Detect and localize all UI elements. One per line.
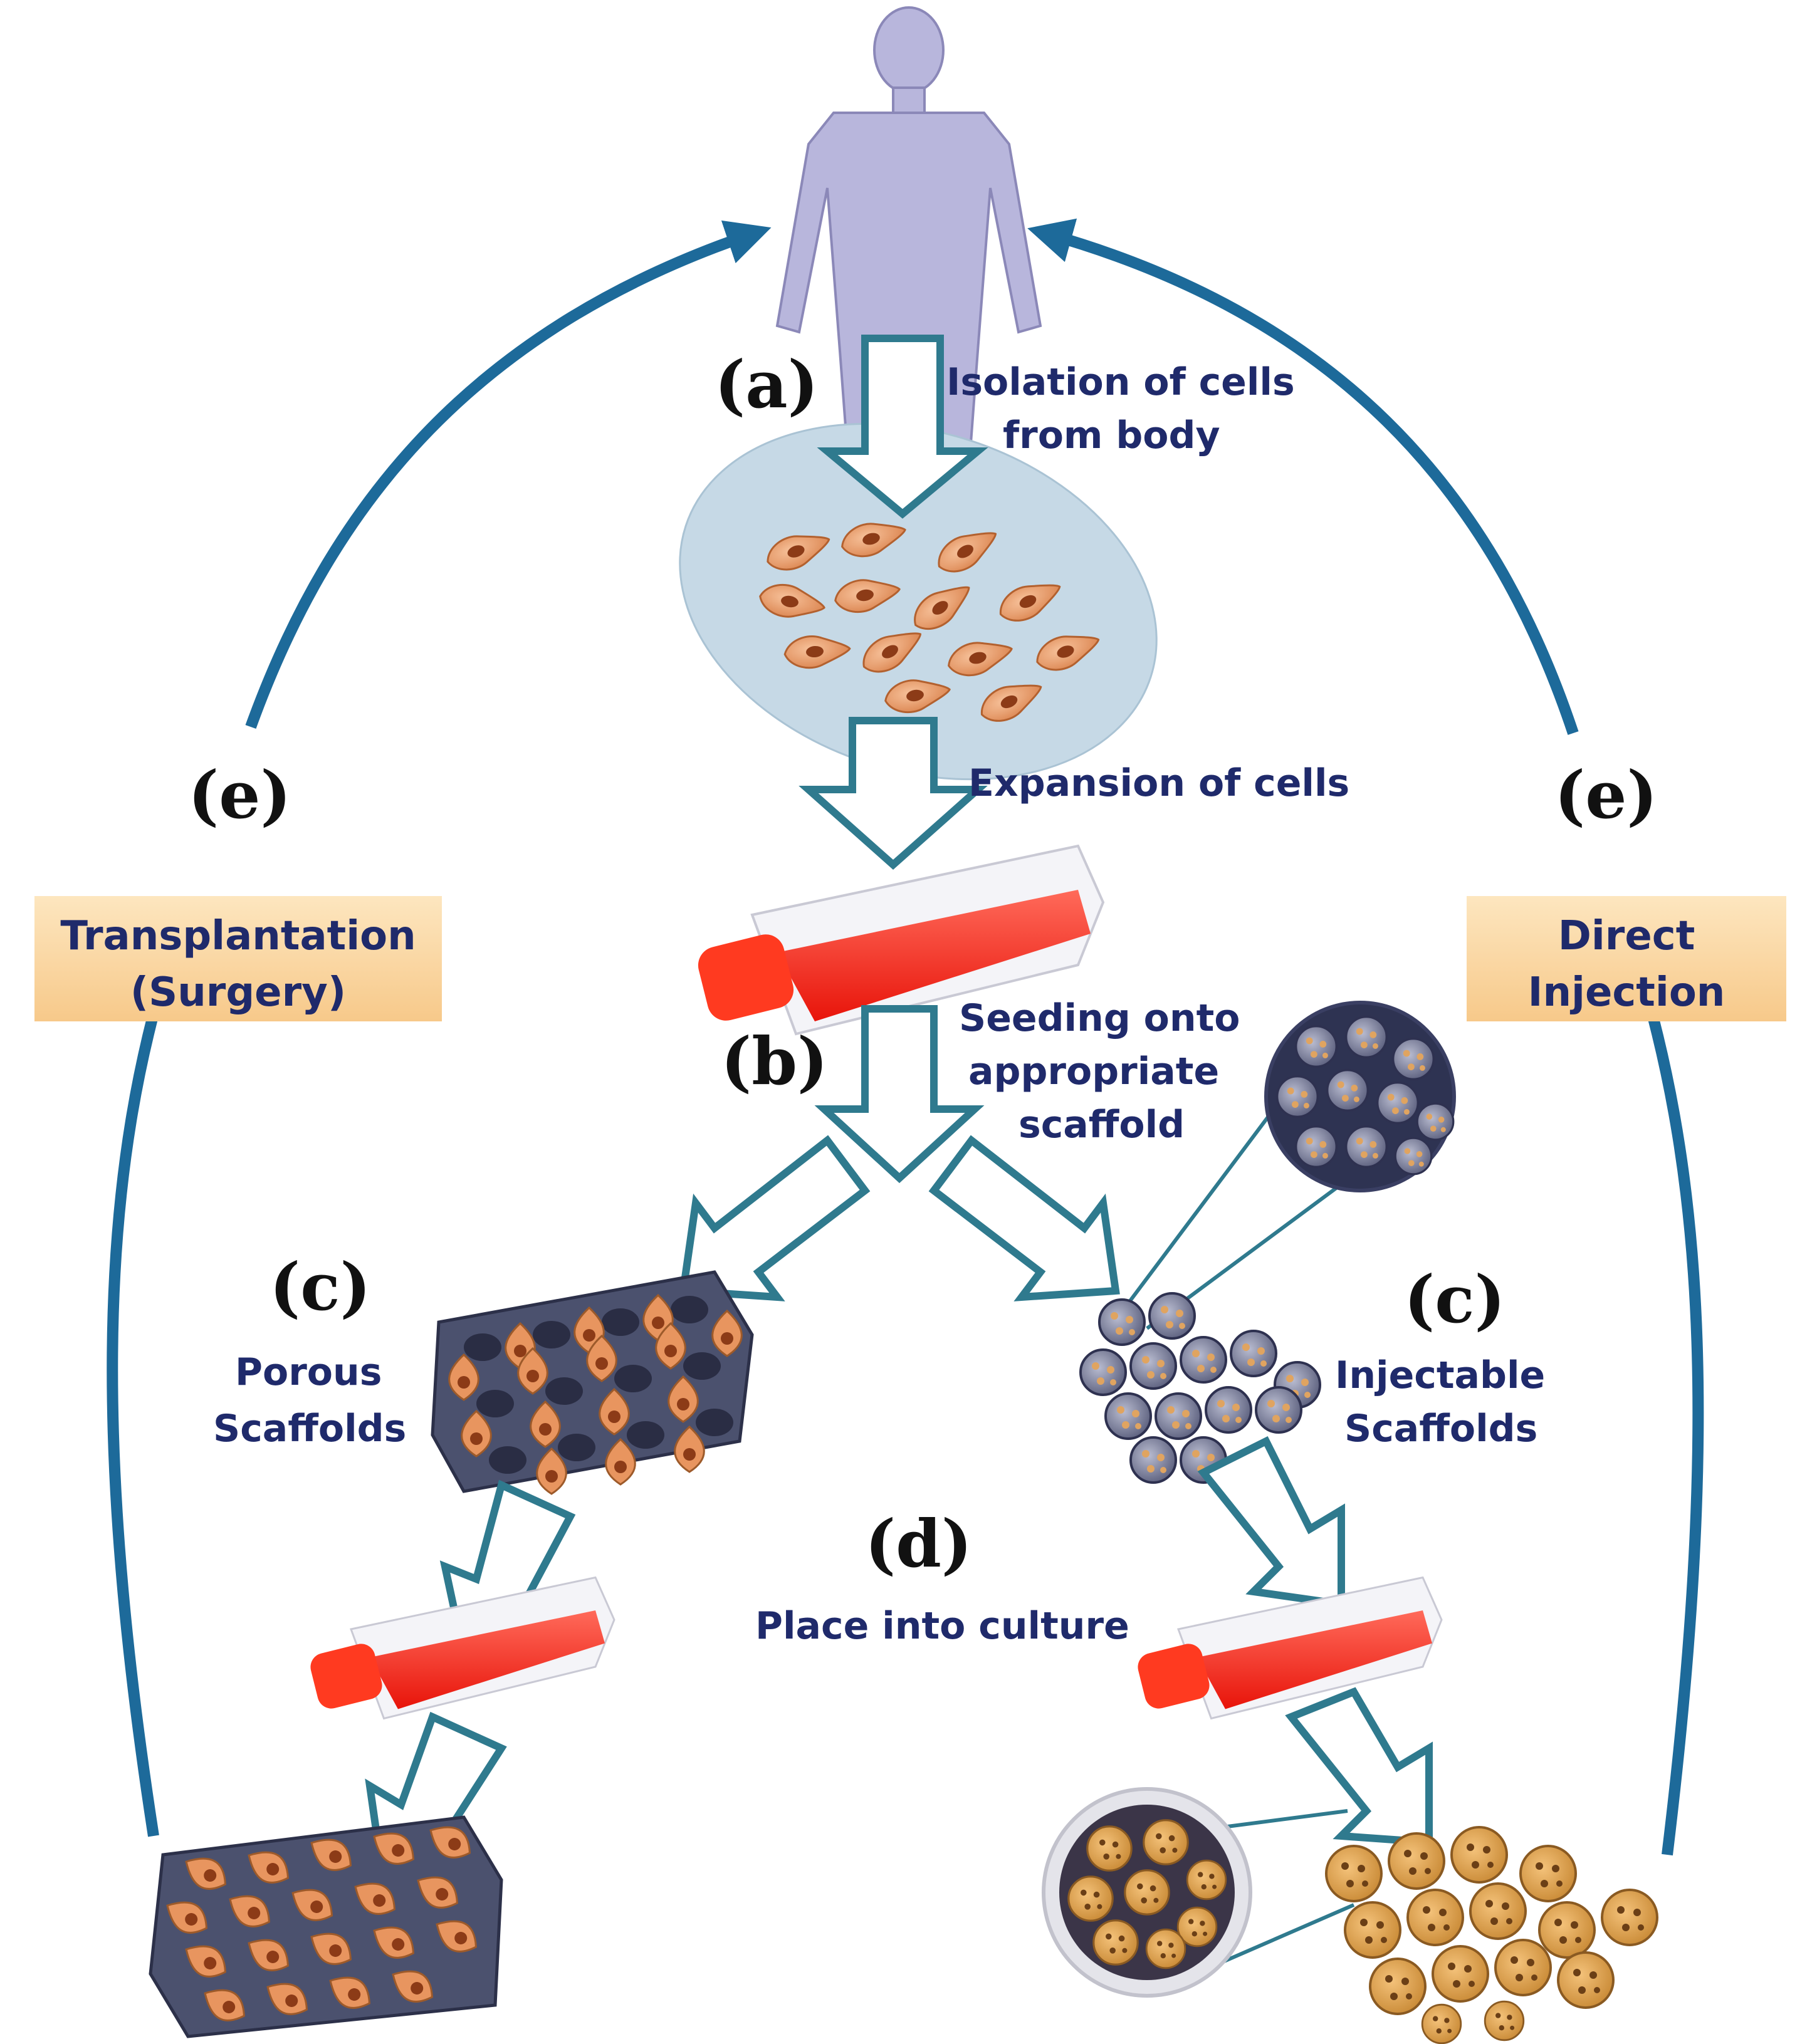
- engineered-tissue-icon: [149, 1815, 503, 2038]
- direct-injection-box: Direct Injection: [1467, 896, 1786, 1021]
- porous-label-line2: Scaffolds: [213, 1407, 406, 1451]
- arrow-to-porous: [679, 1135, 871, 1301]
- step-label-a: (a): [715, 346, 819, 423]
- right-return-arrow: [1040, 232, 1704, 1856]
- seeding-label-line2: appropriate: [968, 1050, 1219, 1093]
- microsphere-cluster: [1079, 1292, 1321, 1484]
- isolation-label-line1: Isolation of cells: [946, 360, 1295, 404]
- seeding-label-line1: Seeding onto: [959, 996, 1240, 1040]
- isolation-label-line2: from body: [1003, 414, 1220, 457]
- cultured-microsphere-zoom-icon: [1042, 1787, 1252, 1998]
- arrow-injectable-to-culture: [1197, 1436, 1345, 1609]
- injectable-label-line1: Injectable: [1335, 1353, 1545, 1397]
- injection-label-line2: Injection: [1528, 969, 1725, 1016]
- transplantation-label-line1: Transplantation: [60, 913, 416, 959]
- step-label-e-right: (e): [1554, 756, 1658, 833]
- culture-label: Place into culture: [755, 1604, 1129, 1648]
- step-label-e-left: (e): [188, 756, 291, 833]
- injectable-label-line2: Scaffolds: [1344, 1407, 1537, 1451]
- microsphere-icon: [1264, 1001, 1456, 1192]
- cultured-microsphere-cluster: [1325, 1826, 1658, 2044]
- porous-label-line1: Porous: [235, 1350, 382, 1394]
- step-label-b: (b): [721, 1023, 828, 1100]
- arrow-culture-to-tissue-right: [1285, 1687, 1433, 1847]
- transplantation-box: Transplantation (Surgery): [34, 896, 442, 1021]
- seeding-label-line3: scaffold: [1018, 1103, 1185, 1147]
- left-return-arrow: [107, 232, 758, 1837]
- arrow-expansion: [799, 717, 988, 870]
- transplantation-label-line2: (Surgery): [130, 969, 346, 1016]
- expansion-label: Expansion of cells: [968, 761, 1349, 805]
- injection-label-line1: Direct: [1558, 913, 1695, 959]
- zoom-line: [1208, 1903, 1355, 1969]
- arrow-isolation: [817, 335, 988, 519]
- step-label-d: (d): [865, 1505, 972, 1582]
- step-label-c-right: (c): [1404, 1261, 1505, 1338]
- zoom-line: [1126, 1102, 1280, 1305]
- porous-scaffold-icon: [431, 1270, 754, 1495]
- arrow-to-injectable: [928, 1135, 1120, 1301]
- step-label-c-left: (c): [270, 1248, 371, 1325]
- arrow-seeding: [814, 1005, 985, 1184]
